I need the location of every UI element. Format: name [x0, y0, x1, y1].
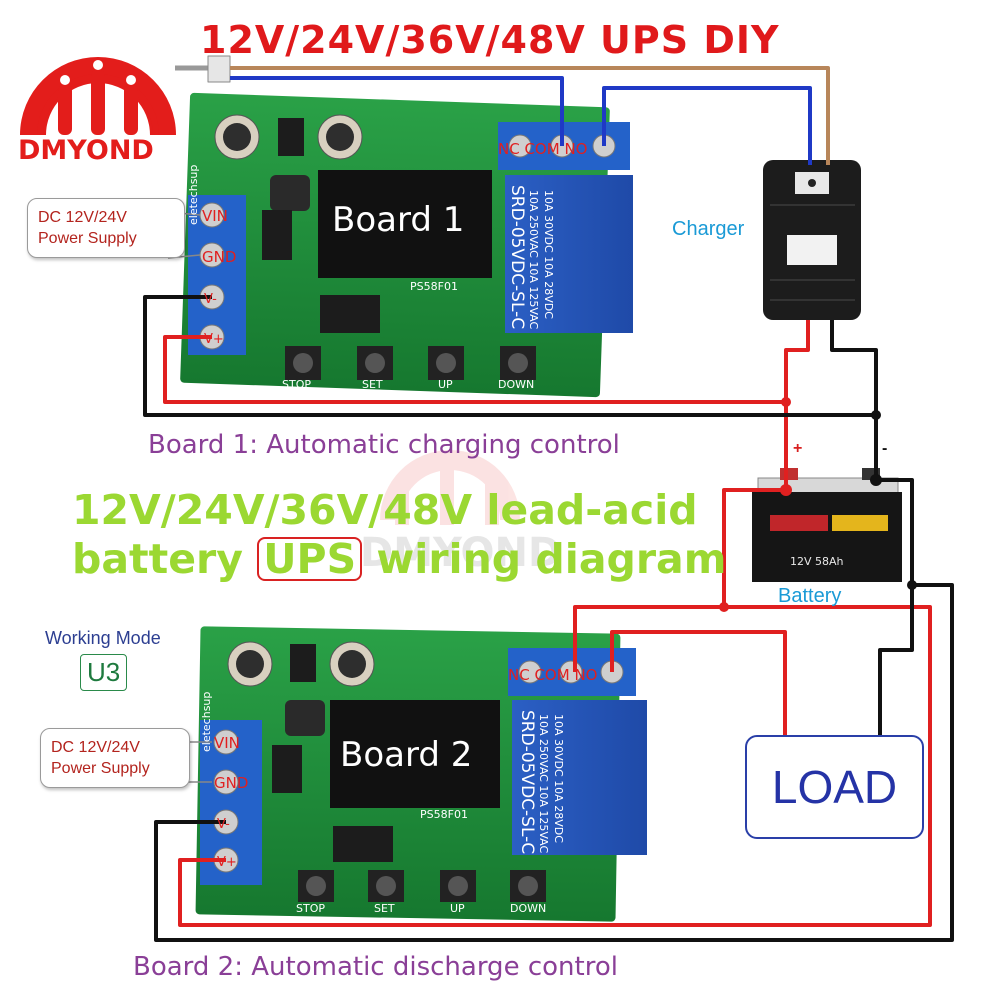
page-title: 12V/24V/36V/48V UPS DIY — [200, 18, 780, 62]
board1-terminals-top: NC COM NO — [498, 140, 587, 158]
board1-term-vplus: V+ — [204, 332, 224, 347]
center-title-suffix: wiring diagram — [362, 535, 727, 583]
board2-btn-stop: STOP — [296, 902, 325, 915]
board2-caption: Board 2: Automatic discharge control — [133, 952, 618, 982]
board1-label: Board 1 — [332, 200, 465, 240]
load-box: LOAD — [745, 735, 924, 839]
board2-brand: eletechsup — [200, 692, 213, 752]
center-title-line2: battery UPS wiring diagram — [72, 535, 726, 583]
charger-graphic — [763, 160, 861, 320]
logo-text: DMYOND — [18, 135, 154, 166]
board2-btn-up: UP — [450, 902, 465, 915]
board2-pcb — [195, 626, 647, 922]
board1-term-vminus: V- — [204, 292, 217, 307]
board1-relay-line1: 10A 250VAC 10A 125VAC — [527, 190, 540, 330]
charger-label: Charger — [672, 218, 745, 240]
board2-model-text: PS58F01 — [420, 808, 468, 821]
board1-term-gnd: GND — [202, 248, 236, 266]
board2-psu-line2: Power Supply — [51, 760, 150, 777]
board1-psu-line2: Power Supply — [38, 230, 137, 247]
board2-term-vplus: V+ — [217, 855, 237, 870]
battery-plus-mark: + — [793, 440, 803, 457]
board2-label: Board 2 — [340, 735, 473, 775]
silkscreen-board1: PS58F01 STOP SET UP DOWN eletechsup 10A … — [187, 140, 587, 391]
board1-relay-line2: 10A 30VDC 10A 28VDC — [542, 190, 555, 319]
board2-term-vminus: V- — [217, 817, 230, 832]
board2-relay-model: SRD-05VDC-SL-C — [517, 710, 537, 854]
board1-btn-stop: STOP — [282, 378, 311, 391]
battery-label: Battery — [778, 585, 842, 607]
board1-model-text: PS58F01 — [410, 280, 458, 293]
board1-btn-set: SET — [362, 378, 383, 391]
board2-btn-set: SET — [374, 902, 395, 915]
board1-term-vin: VIN — [202, 207, 228, 225]
board2-relay-line1: 10A 250VAC 10A 125VAC — [537, 714, 550, 854]
center-title-prefix: battery — [72, 535, 258, 583]
board1-btn-down: DOWN — [498, 378, 534, 391]
battery-minus-mark: - — [882, 440, 888, 457]
working-mode-label: Working Mode — [45, 628, 161, 648]
wiring — [143, 55, 954, 942]
battery-spec-text: 12V 58Ah — [790, 555, 844, 568]
board1-psu-callout: DC 12V/24V Power Supply — [27, 198, 185, 258]
board1-pcb — [180, 92, 633, 398]
working-mode-value: U3 — [80, 654, 128, 691]
board1-btn-up: UP — [438, 378, 453, 391]
board2-term-gnd: GND — [214, 774, 248, 792]
watermark-text: DMYOND — [360, 530, 562, 576]
board2-term-vin: VIN — [214, 734, 240, 752]
board1-relay-model: SRD-05VDC-SL-C — [507, 185, 527, 329]
watermark-logo-graphic — [380, 450, 520, 525]
board2-psu-line1: DC 12V/24V — [51, 739, 140, 756]
board1-psu-line1: DC 12V/24V — [38, 209, 127, 226]
board1-caption: Board 1: Automatic charging control — [148, 430, 620, 460]
battery-graphic — [752, 468, 902, 582]
board2-relay-line2: 10A 30VDC 10A 28VDC — [552, 714, 565, 843]
center-title-ups-boxed: UPS — [257, 537, 363, 581]
board1-brand: eletechsup — [187, 165, 200, 225]
board2-terminals-top: NC COM NO — [508, 666, 597, 684]
center-title-line1: 12V/24V/36V/48V lead-acid — [72, 486, 698, 534]
dmyond-logo-icon — [20, 57, 176, 136]
load-label: LOAD — [771, 761, 898, 813]
board2-psu-callout: DC 12V/24V Power Supply — [40, 728, 190, 788]
board2-btn-down: DOWN — [510, 902, 546, 915]
silkscreen-board2: PS58F01 STOP SET UP DOWN eletechsup 10A … — [200, 666, 597, 915]
